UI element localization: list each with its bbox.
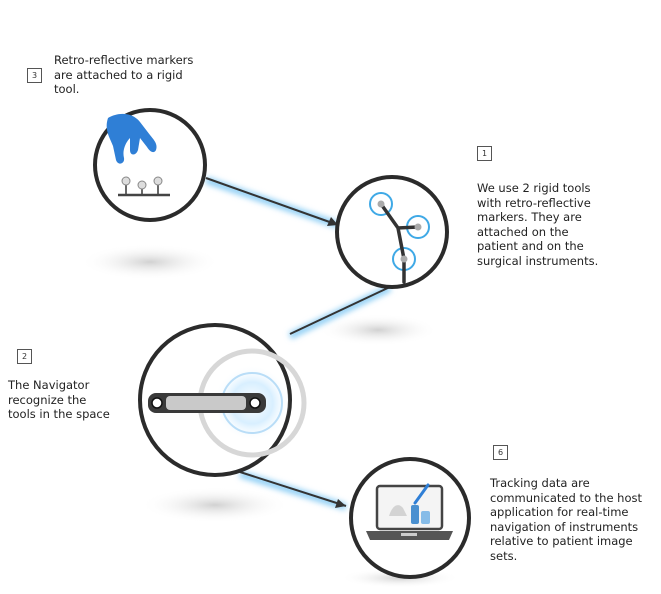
shadow-step1: [318, 314, 438, 346]
step-1-description: We use 2 rigid tools with retro-reflecti…: [477, 181, 599, 268]
step-number-6: 6: [493, 445, 508, 460]
circle-step1: [335, 175, 449, 289]
navigator-camera-icon: [148, 393, 266, 413]
step-6-description: Tracking data are communicated to the ho…: [490, 476, 642, 563]
hand-placing-markers-icon: [106, 113, 170, 197]
connector-3-to-1: [204, 176, 340, 229]
connector-2-to-6: [238, 470, 348, 511]
circle-step2: [138, 323, 307, 477]
step-number-2: 2: [17, 349, 32, 364]
rigid-tool-with-markers-icon: [369, 192, 430, 284]
circle-step6: [349, 457, 471, 579]
shadow-step2: [140, 487, 290, 523]
step-number-3: 3: [27, 68, 42, 83]
circle-step3: [93, 108, 207, 222]
connector-1-to-2: [288, 284, 393, 340]
step-3-description: Retro-reflective markers are attached to…: [54, 53, 194, 96]
step-number-1: 1: [477, 146, 492, 161]
laptop-tracking-icon: [366, 483, 453, 540]
step-2-description: The Navigator recognize the tools in the…: [8, 378, 110, 421]
shadow-step3: [80, 244, 220, 280]
